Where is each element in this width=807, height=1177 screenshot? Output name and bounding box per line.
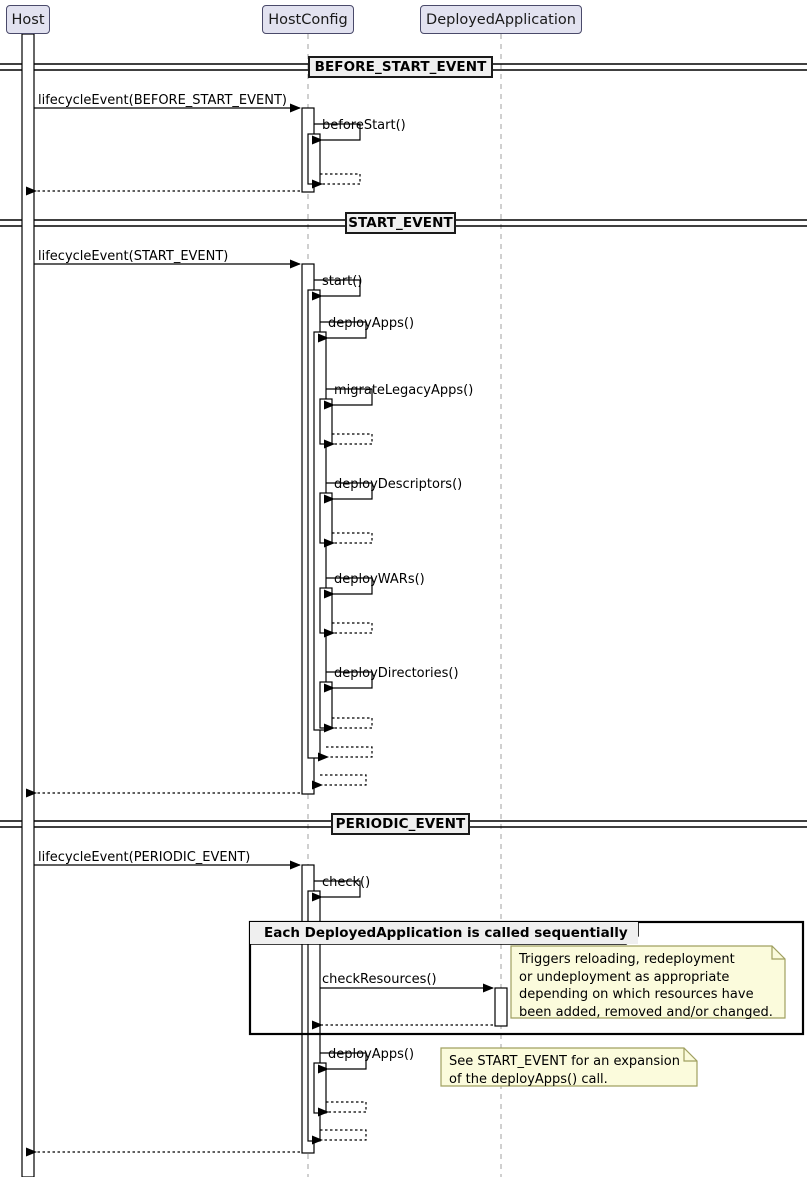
note-deployapps-shape	[440, 1047, 698, 1087]
divider-before-start-event: BEFORE_START_EVENT	[308, 56, 493, 78]
arrow-deployapps-return	[318, 746, 373, 762]
arrow-deploydirectories-return	[324, 717, 373, 733]
note-deployapps-text: See START_EVENT for an expansion of the …	[449, 1054, 680, 1087]
activation-hostconfig-deploywars	[319, 587, 333, 634]
arrow-start-self	[312, 279, 361, 301]
activation-bars	[21, 33, 508, 1177]
participant-host[interactable]: Host	[6, 5, 50, 34]
activation-deployedapplication-checkresources	[494, 987, 508, 1027]
message-label-lifecycleevent-before-start: lifecycleEvent(BEFORE_START_EVENT)	[38, 93, 287, 108]
divider-start-event: START_EVENT	[345, 212, 456, 234]
message-label-beforestart: beforeStart()	[322, 118, 406, 133]
arrow-migratelegacyapps-return	[324, 433, 373, 449]
group-title-each-deployedapplication: Each DeployedApplication is called seque…	[250, 922, 638, 944]
message-label-checkresources: checkResources()	[322, 972, 437, 987]
divider-periodic-event: PERIODIC_EVENT	[331, 813, 470, 835]
arrow-migratelegacyapps-self	[324, 388, 373, 410]
activation-hostconfig-deploydirectories	[319, 681, 333, 729]
participant-hostconfig[interactable]: HostConfig	[262, 5, 354, 34]
participant-deployedapplication[interactable]: DeployedApplication	[420, 5, 582, 34]
arrow-deploydescriptors-return	[324, 532, 373, 548]
message-label-check: check()	[322, 875, 371, 890]
divider-lines	[0, 63, 807, 828]
participant-host-label: Host	[11, 11, 45, 28]
arrow-periodic-deployapps-self	[318, 1052, 367, 1074]
message-label-migratelegacyapps: migrateLegacyApps()	[334, 383, 474, 398]
participant-deployedapplication-label: DeployedApplication	[426, 11, 576, 28]
message-label-lifecycleevent-start: lifecycleEvent(START_EVENT)	[38, 249, 229, 264]
activation-hostconfig-periodic-deployapps	[313, 1062, 327, 1114]
divider-before-start-event-label: BEFORE_START_EVENT	[314, 59, 487, 75]
message-label-lifecycleevent-periodic: lifecycleEvent(PERIODIC_EVENT)	[38, 850, 251, 865]
divider-start-event-label: START_EVENT	[348, 215, 453, 231]
activation-host-root	[21, 33, 35, 1177]
group-title-label: Each DeployedApplication is called seque…	[264, 925, 628, 941]
arrow-start-return	[312, 774, 367, 790]
activation-hostconfig-beforestart	[307, 133, 321, 185]
arrow-periodic-deployapps-return	[318, 1101, 367, 1117]
arrow-check-return	[312, 1129, 367, 1145]
message-label-deploydirectories: deployDirectories()	[334, 666, 459, 681]
note-deployapps-fold	[683, 1048, 697, 1062]
note-checkresources-shape	[510, 945, 786, 1019]
lifelines	[27, 34, 502, 1177]
arrow-beforestart-return	[312, 173, 361, 189]
activation-hostconfig-migratelegacyapps	[319, 398, 333, 445]
arrow-beforestart-self	[312, 123, 361, 145]
arrow-deploywars-self	[324, 577, 373, 599]
activation-hostconfig-deploydescriptors	[319, 492, 333, 544]
arrow-deployapps-self	[318, 321, 367, 343]
divider-periodic-event-label: PERIODIC_EVENT	[335, 816, 466, 832]
note-checkresources-text: Triggers reloading, redeployment or unde…	[519, 952, 773, 1020]
arrow-deploydirectories-self	[324, 671, 373, 693]
message-label-periodic-deployapps: deployApps()	[328, 1047, 415, 1062]
arrow-deploydescriptors-self	[324, 482, 373, 504]
arrow-check-self	[312, 880, 361, 902]
message-label-deploydescriptors: deployDescriptors()	[334, 477, 463, 492]
message-label-deploywars: deployWARs()	[334, 572, 425, 587]
message-arrows	[26, 103, 494, 1157]
message-label-deployapps: deployApps()	[328, 316, 415, 331]
notes-layer	[440, 945, 786, 1087]
message-label-start: start()	[322, 274, 363, 289]
participant-hostconfig-label: HostConfig	[268, 11, 348, 28]
arrow-deploywars-return	[324, 622, 373, 638]
note-checkresources-fold	[771, 946, 785, 960]
